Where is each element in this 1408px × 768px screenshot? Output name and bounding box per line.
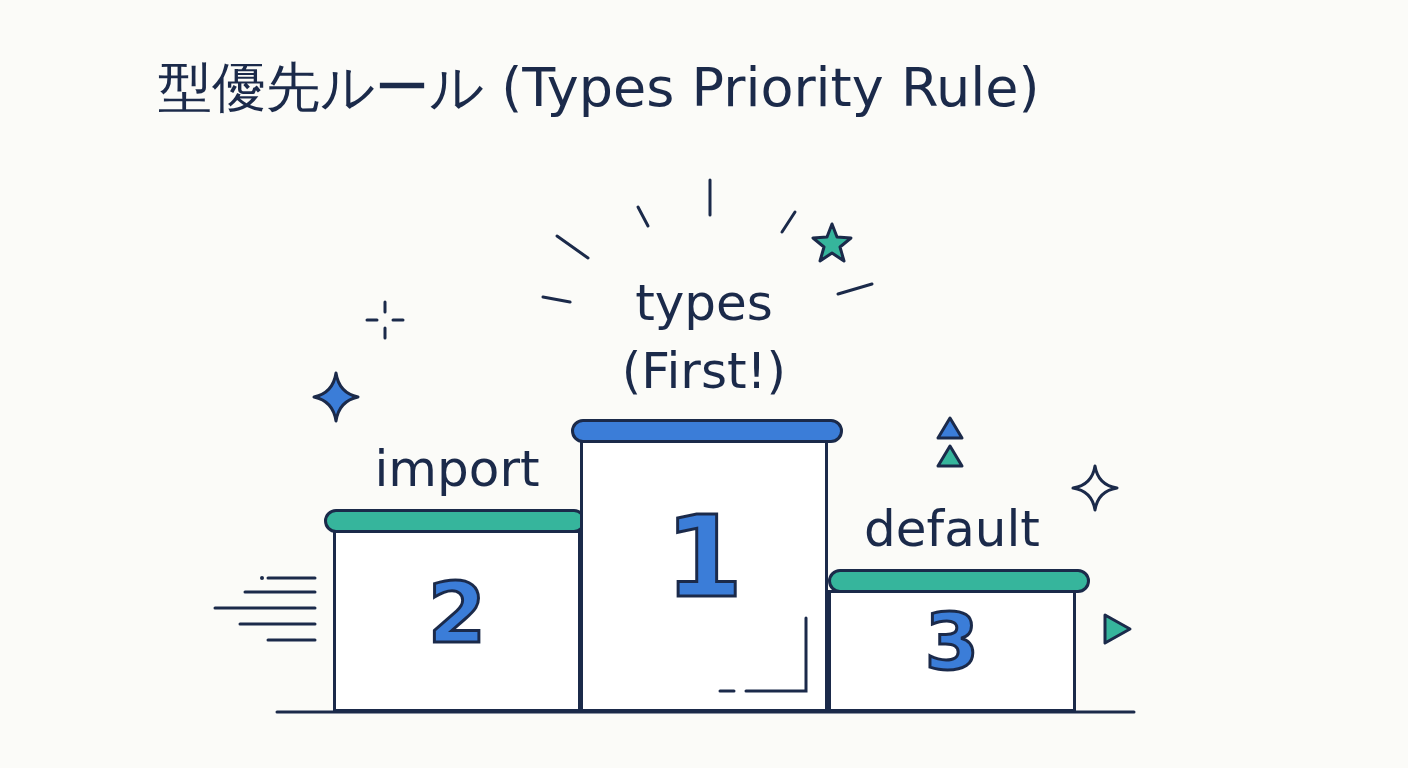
corner-dash [720,690,734,693]
rank-number: 3 [831,603,1073,681]
ray [543,297,570,302]
speed-line [240,623,315,626]
rank-label: import [307,435,607,503]
speed-line [215,607,315,610]
sparkle-star [314,373,358,421]
podium-block: types (First!)1 [580,440,828,712]
corner-bracket [746,618,806,691]
podium-block: default3 [828,590,1076,712]
play-triangle [1105,615,1130,643]
sparkle [393,319,403,322]
rank-label: types (First!) [584,269,824,405]
title: 型優先ルール (Types Priority Rule) [158,52,1040,125]
podium-block: import2 [333,530,581,712]
ray [782,212,795,232]
podium-top-bar [828,569,1090,593]
sparkle [384,302,387,312]
ground-line [277,711,1134,714]
speed-line [268,577,315,580]
rank-number: 2 [336,571,578,655]
speed-line [245,591,315,594]
up-triangle [938,446,962,466]
ray [838,284,872,294]
ray [638,207,648,226]
podium-top-bar [324,509,586,533]
sparkle-outline [1073,466,1117,510]
star [813,224,851,261]
sparkle [367,319,377,322]
up-triangle [938,418,962,438]
podium-top-bar [571,419,843,443]
sparkle [384,328,387,338]
dot [260,576,264,580]
rank-number: 1 [583,501,825,613]
ray [557,236,588,258]
ray [709,180,712,215]
speed-line [268,639,315,642]
rank-label: default [802,495,1102,563]
